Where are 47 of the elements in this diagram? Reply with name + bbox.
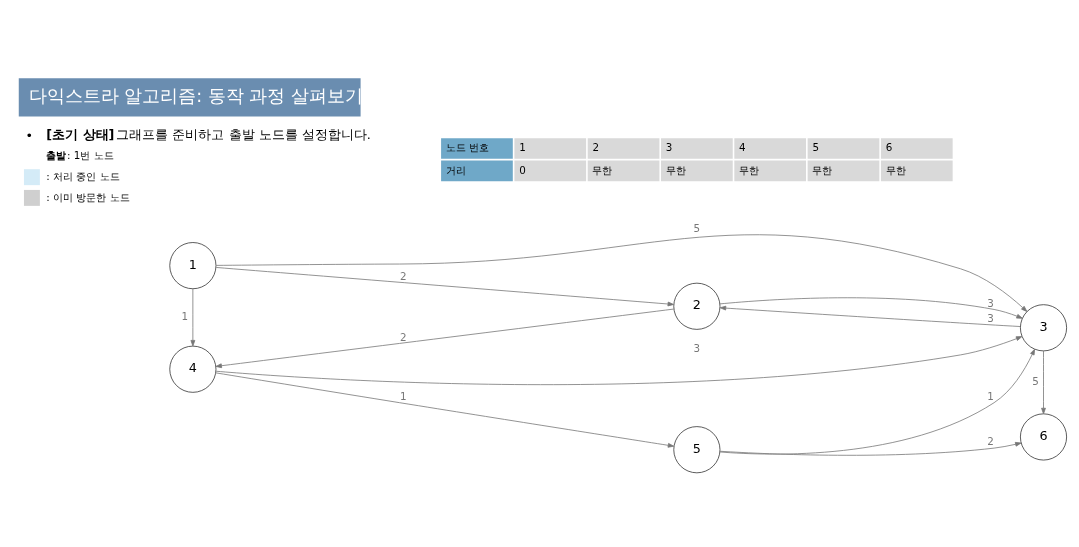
- arrow: [215, 233, 1028, 312]
- label: [초기 상태] 그래프를 준비하고 출발 노드를 설정합니다.: [46, 126, 371, 142]
- arrow: [215, 371, 675, 448]
- label: 0: [519, 163, 526, 176]
- edge-label: 5: [1032, 374, 1039, 387]
- label: 무한: [885, 163, 906, 176]
- edge-label: 5: [693, 221, 701, 234]
- label: 무한: [739, 163, 760, 176]
- label: 3: [665, 140, 673, 153]
- label: •: [25, 127, 34, 143]
- arrow: [719, 296, 1023, 319]
- node-circle: 5: [673, 425, 721, 473]
- arrow: [719, 441, 1022, 456]
- label: 6: [885, 140, 893, 153]
- node-circle: 4: [169, 345, 217, 393]
- edge-label: 1: [181, 309, 189, 322]
- legend-label: : 이미 방문한 노드: [46, 190, 130, 203]
- label: 4: [739, 140, 746, 153]
- edge-label: 3: [987, 311, 994, 324]
- arrow: [719, 305, 1021, 327]
- edge-label: 1: [987, 389, 994, 402]
- edge-label: 2: [399, 330, 407, 343]
- label: 무한: [592, 163, 613, 176]
- label: 노드 번호: [445, 140, 490, 153]
- label: 출발: 1번 노드: [46, 148, 114, 161]
- arrow: [215, 308, 675, 368]
- label: 5: [812, 140, 820, 153]
- label: 무한: [812, 163, 833, 176]
- label: 거리: [445, 163, 466, 176]
- arrow: [215, 266, 674, 306]
- arrow: [1041, 350, 1046, 414]
- label: 1: [519, 140, 526, 153]
- edge-label: 3: [693, 341, 701, 354]
- edge-label: 3: [987, 296, 994, 309]
- legend-label: : 처리 중인 노드: [46, 169, 120, 182]
- label: 무한: [665, 163, 686, 176]
- node-circle: 1: [169, 241, 217, 289]
- arrow: [190, 287, 196, 346]
- edge-label: 2: [399, 269, 407, 281]
- node-circle: 2: [673, 282, 721, 330]
- label: 2: [592, 140, 600, 153]
- edge-label: 1: [399, 389, 407, 402]
- diagram-title: 다익스트라 알고리즘: 동작 과정 살펴보기: [28, 85, 363, 106]
- arrow: [215, 335, 1023, 385]
- edge-label: 2: [987, 434, 994, 447]
- arrow: [719, 348, 1036, 454]
- node-circle: 6: [1020, 412, 1067, 460]
